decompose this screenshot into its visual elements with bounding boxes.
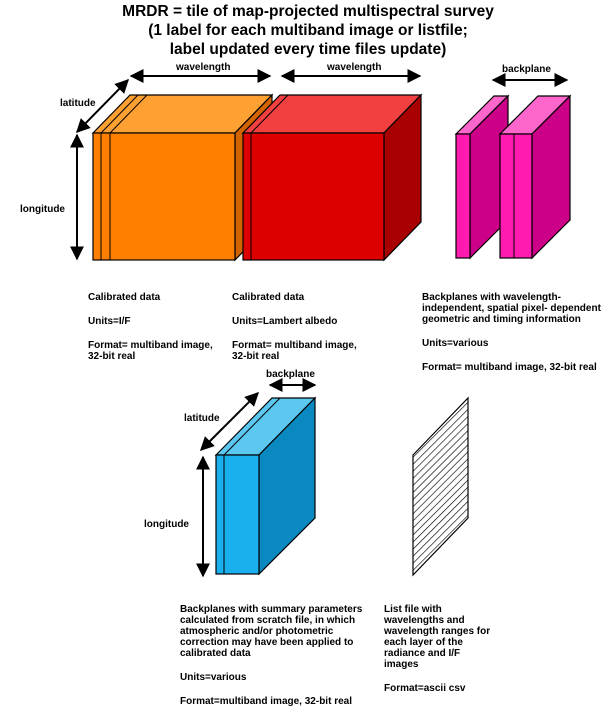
- caption-magenta-title: Backplanes with wavelength-independent, …: [422, 292, 601, 325]
- caption-orange-title: Calibrated data: [88, 292, 161, 303]
- magenta-backplane-2: [498, 94, 572, 260]
- caption-magenta-units: Units=various: [422, 338, 489, 349]
- orange-cube-front: [92, 132, 236, 261]
- magenta-backplane-1: [454, 94, 510, 260]
- caption-blue-units: Units=various: [180, 672, 247, 683]
- blue-cube-front: [215, 454, 260, 575]
- caption-blue: Backplanes with summary parameters calcu…: [180, 604, 380, 720]
- caption-red: Calibrated data Units=Lambert albedo For…: [232, 292, 362, 375]
- longitude-label-bottom: longitude: [144, 519, 189, 530]
- backplane-label-bottom: backplane: [266, 369, 315, 380]
- title-line-3: label updated every time files update): [169, 41, 447, 58]
- caption-blue-title: Backplanes with summary parameters calcu…: [180, 604, 363, 659]
- title-line-1: MRDR = tile of map-projected multispectr…: [122, 3, 494, 20]
- latitude-label-top: latitude: [60, 98, 96, 109]
- latitude-label-bottom: latitude: [184, 413, 220, 424]
- list-file-icon: [412, 396, 469, 577]
- diagram-title: MRDR = tile of map-projected multispectr…: [0, 2, 616, 59]
- latitude-arrow-bottom: [200, 392, 259, 451]
- blue-cube: [214, 396, 317, 576]
- caption-list-title: List file with wavelengths and wavelengt…: [384, 604, 491, 670]
- caption-orange: Calibrated data Units=I/F Format= multib…: [88, 292, 218, 375]
- caption-list: List file with wavelengths and wavelengt…: [384, 604, 496, 707]
- red-cube: [241, 93, 423, 262]
- latitude-arrow-top: [76, 79, 129, 133]
- caption-blue-format: Format=multiband image, 32-bit real: [180, 696, 352, 707]
- caption-orange-format: Format= multiband image, 32-bit real: [88, 340, 213, 362]
- caption-orange-units: Units=I/F: [88, 316, 131, 327]
- wavelength-label-1: wavelength: [176, 62, 231, 73]
- caption-list-format: Format=ascii csv: [384, 683, 466, 694]
- caption-red-title: Calibrated data: [232, 292, 305, 303]
- wavelength-label-2: wavelength: [327, 62, 382, 73]
- caption-magenta: Backplanes with wavelength-independent, …: [422, 292, 602, 386]
- title-line-2: (1 label for each multiband image or lis…: [148, 22, 468, 39]
- longitude-label-top: longitude: [20, 204, 65, 215]
- caption-magenta-format: Format= multiband image, 32-bit real: [422, 362, 597, 373]
- caption-red-units: Units=Lambert albedo: [232, 316, 338, 327]
- caption-red-format: Format= multiband image, 32-bit real: [232, 340, 357, 362]
- backplane-label-top: backplane: [502, 64, 551, 75]
- red-cube-front: [242, 132, 385, 261]
